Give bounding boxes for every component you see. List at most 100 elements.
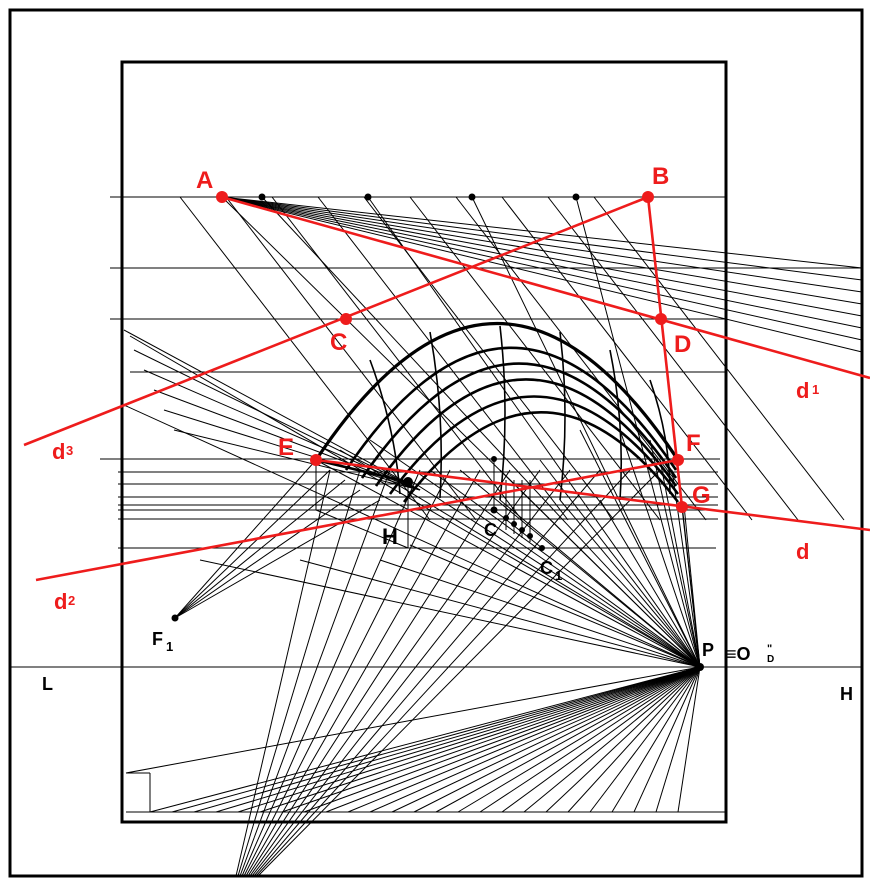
point-e bbox=[310, 454, 322, 466]
label-f: F bbox=[686, 430, 701, 457]
diagonal-line bbox=[123, 329, 421, 491]
ground-ray bbox=[611, 666, 701, 813]
diagonal-line bbox=[179, 196, 431, 521]
point-c1-series bbox=[511, 521, 517, 527]
point-c1-series bbox=[519, 527, 525, 533]
line-d2 bbox=[35, 458, 679, 582]
point-a bbox=[216, 191, 228, 203]
label-g: G bbox=[692, 482, 711, 509]
label-d1-sub: 1 bbox=[812, 382, 819, 397]
ground-ray bbox=[171, 666, 701, 813]
ground-ray bbox=[303, 666, 701, 813]
ray-to-p bbox=[367, 196, 701, 668]
ray-to-p bbox=[599, 499, 701, 668]
diagonal-line bbox=[271, 196, 523, 521]
ray-to-p bbox=[409, 544, 701, 668]
diagonal-line bbox=[163, 409, 421, 491]
point-c1-series bbox=[527, 533, 533, 539]
diagonal-line bbox=[455, 196, 707, 521]
line-d3 bbox=[23, 195, 649, 447]
ray-from-f1 bbox=[174, 499, 381, 619]
ray-from-f1 bbox=[174, 479, 346, 619]
division-point bbox=[258, 193, 266, 201]
ray-bottom bbox=[253, 469, 601, 877]
ground-ray bbox=[391, 666, 701, 813]
arch-curve bbox=[360, 362, 678, 479]
ray-to-p bbox=[579, 429, 701, 668]
ground-ray bbox=[413, 666, 701, 813]
ground-ray bbox=[501, 666, 701, 813]
ground-ray bbox=[347, 666, 701, 813]
ray-bottom bbox=[237, 469, 361, 877]
label-observer: ≡O bbox=[726, 644, 751, 664]
ground-ray bbox=[545, 666, 701, 813]
label-d2: d bbox=[54, 589, 67, 614]
label-c1-sub: 1 bbox=[555, 568, 562, 583]
label-h: H bbox=[382, 524, 398, 549]
point-c-top bbox=[491, 456, 497, 462]
ground-ray bbox=[567, 666, 701, 813]
point-c-small bbox=[490, 506, 498, 514]
ground-ray bbox=[259, 666, 701, 813]
ray-bottom bbox=[235, 469, 331, 877]
label-c-small: C bbox=[484, 520, 497, 540]
ray-to-p bbox=[429, 469, 701, 668]
ray-to-p bbox=[199, 559, 701, 668]
ray-to-p bbox=[539, 459, 701, 668]
ground-ray bbox=[237, 666, 701, 813]
ray-bottom bbox=[249, 469, 541, 877]
label-b: B bbox=[652, 163, 669, 190]
ground-ray bbox=[523, 666, 701, 813]
arch-rib bbox=[649, 379, 671, 495]
ray-from-f1 bbox=[174, 459, 317, 619]
vanishing-line bbox=[221, 196, 863, 329]
point-c1-series bbox=[503, 515, 509, 521]
ray-bottom bbox=[245, 469, 481, 877]
label-d1: d bbox=[796, 378, 809, 403]
label-d3: d bbox=[52, 439, 65, 464]
ray-to-p bbox=[499, 469, 701, 668]
ground-ray bbox=[633, 666, 701, 813]
diagonal-line bbox=[143, 369, 421, 491]
division-point bbox=[572, 193, 580, 201]
arch-curve bbox=[388, 395, 680, 495]
ray-to-p bbox=[123, 404, 701, 668]
ground-ray bbox=[325, 666, 701, 813]
label-observer-sup: " bbox=[767, 643, 772, 655]
ray-bottom bbox=[257, 469, 661, 877]
label-ground-right: H bbox=[840, 684, 853, 704]
label-ground-left: L bbox=[42, 674, 53, 694]
diagonal-line bbox=[493, 509, 543, 549]
point-d bbox=[655, 313, 667, 325]
vanishing-line bbox=[221, 196, 863, 305]
ray-bottom bbox=[255, 469, 631, 877]
ground-ray bbox=[435, 666, 701, 813]
ground-ray bbox=[193, 666, 701, 813]
label-e: E bbox=[278, 434, 294, 461]
vanishing-line bbox=[221, 196, 863, 269]
ground-ray bbox=[655, 666, 701, 813]
outer-frame bbox=[8, 8, 864, 878]
vanishing-line bbox=[221, 196, 863, 317]
arch-curve bbox=[374, 378, 678, 487]
point-g bbox=[676, 501, 688, 513]
point-c1-series bbox=[539, 545, 545, 551]
label-d2-sub: 2 bbox=[68, 593, 75, 608]
ray-to-p bbox=[659, 459, 701, 668]
ray-bottom bbox=[241, 469, 421, 877]
line-d bbox=[315, 458, 870, 532]
ray-to-p bbox=[379, 559, 701, 668]
ground-ray bbox=[281, 666, 701, 813]
ground-ray bbox=[369, 666, 701, 813]
ray-to-p bbox=[407, 478, 701, 668]
ray-bottom bbox=[247, 469, 511, 877]
diagonal-line bbox=[409, 196, 661, 521]
construction-lines bbox=[10, 196, 863, 877]
diagonal-line bbox=[547, 196, 799, 521]
ray-to-p bbox=[499, 499, 701, 668]
ray-to-p bbox=[129, 335, 701, 668]
label-d: d bbox=[796, 539, 809, 564]
label-a: A bbox=[196, 167, 213, 194]
vanishing-line bbox=[221, 196, 863, 353]
